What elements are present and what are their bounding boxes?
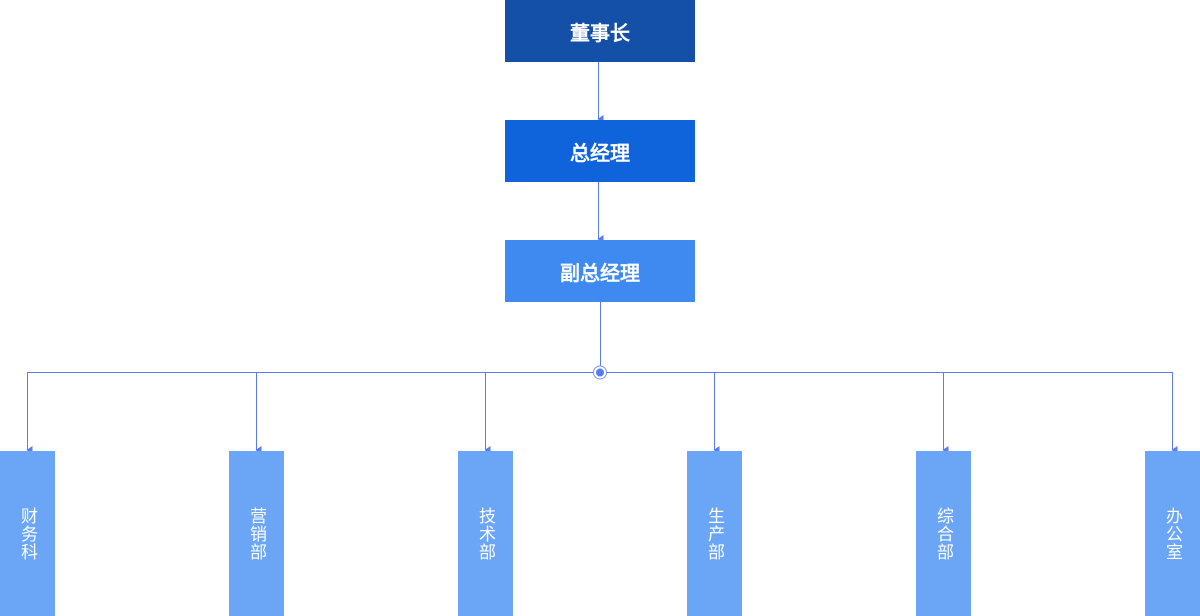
node-department: 办公室	[1145, 451, 1200, 616]
node-label: 财务科	[17, 506, 37, 561]
node-label: 技术部	[475, 506, 495, 561]
node-department: 财务科	[0, 451, 55, 616]
node-department: 综合部	[916, 451, 971, 616]
node-department: 生产部	[687, 451, 742, 616]
node-label: 董事长	[570, 20, 630, 45]
node-deputy-general-manager: 副总经理	[505, 240, 695, 302]
node-department: 技术部	[458, 451, 513, 616]
node-label: 总经理	[570, 140, 630, 165]
node-label: 综合部	[933, 506, 953, 561]
node-chairman: 董事长	[505, 0, 695, 62]
node-general-manager: 总经理	[505, 120, 695, 182]
junction-node-icon	[593, 365, 607, 380]
node-department: 营销部	[229, 451, 284, 616]
node-label: 营销部	[246, 506, 266, 561]
node-label: 副总经理	[560, 260, 640, 285]
node-label: 办公室	[1162, 506, 1182, 561]
node-label: 生产部	[704, 506, 724, 561]
